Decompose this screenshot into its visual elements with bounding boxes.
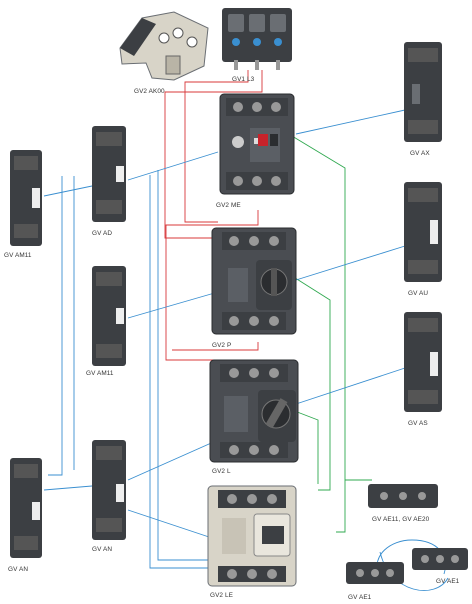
blue-wire-long-2 xyxy=(157,170,218,561)
red-wire-3 xyxy=(165,210,259,361)
red-wire-2 xyxy=(164,70,263,239)
gv-an-contact xyxy=(92,440,126,540)
green-wire-2 xyxy=(291,275,331,491)
blue-wire-le xyxy=(127,509,219,541)
label-gv1-l3: GV1 L3 xyxy=(232,76,255,83)
label-gv-ae1-left: GV AE1 xyxy=(348,594,372,601)
label-gv-an-far: GV AN xyxy=(8,566,29,573)
gv2-me-breaker xyxy=(219,93,295,195)
label-gv-au: GV AU xyxy=(408,290,429,297)
blue-wire-an-mid xyxy=(127,439,219,481)
green-wire-3 xyxy=(291,409,319,484)
red-wire-1 xyxy=(184,70,249,223)
label-gv2-p: GV2 P xyxy=(212,342,232,349)
blue-wire-long-1 xyxy=(149,175,218,569)
label-gv-as: GV AS xyxy=(408,420,428,427)
label-gv2-ak00: GV2 AK00 xyxy=(134,88,165,95)
blue-wire-am11-far xyxy=(43,185,93,197)
blue-wire-vertical-1 xyxy=(48,176,63,476)
blue-wire-ad xyxy=(127,151,219,181)
green-wire-1 xyxy=(291,135,346,533)
gv-am11-far-contact xyxy=(10,150,42,246)
gv-au-release xyxy=(404,182,442,282)
gv2-l-breaker xyxy=(209,359,299,463)
red-wire-4 xyxy=(172,342,259,351)
gv1-l3-terminal xyxy=(222,8,292,70)
gv-am11-contact xyxy=(92,266,126,366)
label-gv-ad: GV AD xyxy=(92,230,113,237)
blue-wire-as xyxy=(295,367,406,405)
label-gv-am11: GV AM11 xyxy=(86,370,114,377)
blue-wire-au xyxy=(295,245,406,281)
gv-ae1-right-contact xyxy=(412,548,468,570)
gv2-le-breaker xyxy=(207,485,297,587)
gv2-ak00-bracket xyxy=(119,11,209,81)
label-gv-ax: GV AX xyxy=(410,150,430,157)
label-gv-ae11-ae20: GV AE11, GV AE20 xyxy=(372,516,430,523)
gv-ad-contact xyxy=(92,126,126,222)
gv-as-release xyxy=(404,312,442,412)
blue-wire-ax xyxy=(295,109,406,135)
label-gv-am11-far: GV AM11 xyxy=(4,252,32,259)
gv-ax-accessory xyxy=(404,42,442,142)
gv2-p-breaker xyxy=(211,227,297,335)
gv-an-far-contact xyxy=(10,458,42,558)
label-gv2-me: GV2 ME xyxy=(216,202,241,209)
label-gv2-l: GV2 L xyxy=(212,468,231,475)
gv-ae11-ae20-contact xyxy=(368,484,438,508)
label-gv2-le: GV2 LE xyxy=(210,592,233,599)
label-gv-an: GV AN xyxy=(92,546,113,553)
blue-wire-am11-mid xyxy=(127,291,219,319)
gv-ae1-left-contact xyxy=(346,562,404,584)
label-gv-ae1-right: GV AE1 xyxy=(436,578,460,585)
blue-wire-an-far xyxy=(43,485,93,491)
